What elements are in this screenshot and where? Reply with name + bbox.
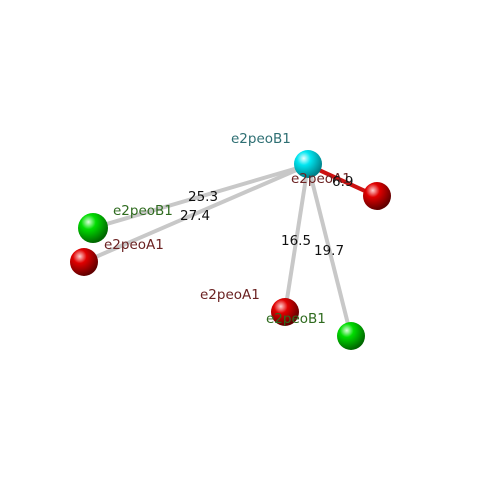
atom-label-top-right: e2peoA1 xyxy=(291,171,351,187)
distance-label-bottom-mid: 16.5 xyxy=(281,233,311,249)
bonds xyxy=(83,163,377,337)
distance-label-top-right: 6.9 xyxy=(332,174,353,190)
atom-top-right-red[interactable] xyxy=(363,182,391,210)
distance-labels: 25.3 27.4 16.5 19.7 6.9 xyxy=(180,174,353,259)
bond-center-bottom-mid xyxy=(283,164,310,313)
atom-label-left-upper: e2peoB1 xyxy=(113,203,173,219)
distance-label-bottom-right: 19.7 xyxy=(314,243,344,259)
bond-center-left-lower xyxy=(83,163,309,264)
atom-bottom-mid-red[interactable] xyxy=(271,298,299,326)
atom-center-cyan[interactable] xyxy=(294,150,322,178)
distance-label-left-upper: 25.3 xyxy=(188,189,218,205)
bond-center-bottom-right xyxy=(306,164,353,337)
atom-labels: e2peoB1 e2peoA1 e2peoB1 e2peoA1 e2peoA1 … xyxy=(104,131,351,327)
atom-bottom-right-green[interactable] xyxy=(337,322,365,350)
distance-label-left-lower: 27.4 xyxy=(180,208,210,224)
atom-label-bottom-right: e2peoB1 xyxy=(266,311,326,327)
atom-label-center: e2peoB1 xyxy=(231,131,291,147)
bond-center-left-upper xyxy=(92,163,309,230)
atom-left-upper-green[interactable] xyxy=(78,213,108,243)
atom-label-bottom-mid: e2peoA1 xyxy=(200,287,260,303)
atom-left-lower-red[interactable] xyxy=(70,248,98,276)
atoms xyxy=(70,150,391,350)
atom-label-left-lower: e2peoA1 xyxy=(104,237,164,253)
